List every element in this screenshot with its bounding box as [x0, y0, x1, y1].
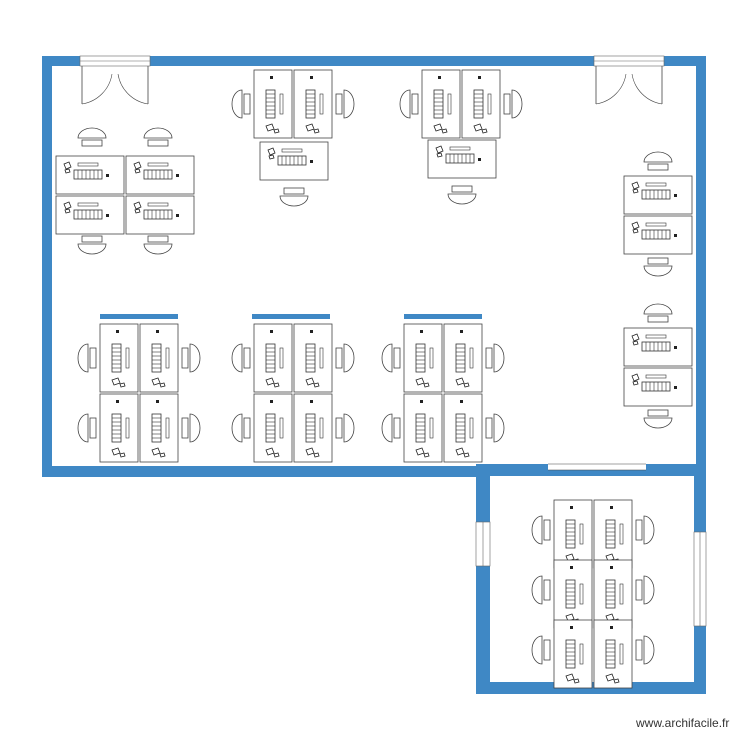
office-chair-icon	[231, 89, 251, 119]
desk-icon	[553, 619, 593, 689]
office-chair-icon	[399, 89, 419, 119]
door-icon[interactable]	[79, 55, 151, 105]
desk-icon	[623, 175, 693, 215]
desk-icon	[623, 215, 693, 255]
desk-icon	[293, 393, 333, 463]
desk-icon	[421, 69, 461, 139]
window-icon	[475, 521, 491, 567]
window-icon	[693, 531, 707, 627]
desk-cluster-upper-left	[55, 127, 195, 255]
desk-icon	[55, 155, 125, 195]
desk-icon	[427, 139, 497, 179]
walls	[42, 56, 706, 694]
office-chair-icon	[531, 515, 551, 545]
desk-icon	[139, 323, 179, 393]
desk-icon	[139, 393, 179, 463]
desk-icon	[403, 393, 443, 463]
desk-icon	[461, 69, 501, 139]
desk-icon	[293, 323, 333, 393]
office-chair-icon	[77, 127, 107, 147]
desk-cluster-bottom-3	[381, 314, 505, 463]
desk-cluster-top-b	[399, 69, 523, 205]
office-chair-icon	[231, 413, 251, 443]
desk-icon	[553, 559, 593, 629]
office-chair-icon	[531, 635, 551, 665]
desk-icon	[253, 393, 293, 463]
desk-icon	[99, 323, 139, 393]
desk-icon	[99, 393, 139, 463]
office-chair-icon	[531, 575, 551, 605]
desk-icon	[623, 327, 693, 367]
desk-icon	[253, 323, 293, 393]
office-chair-icon	[643, 151, 673, 171]
desk-cluster-right-a	[623, 151, 693, 277]
desk-icon	[593, 499, 633, 569]
office-chair-icon	[381, 343, 401, 373]
door-icon[interactable]	[593, 55, 665, 105]
watermark: www.archifacile.fr	[636, 716, 730, 730]
desk-icon	[403, 323, 443, 393]
desk-icon	[55, 195, 125, 235]
office-chair-icon	[643, 303, 673, 323]
desk-cluster-bottom-1	[77, 314, 201, 463]
desk-icon	[253, 69, 293, 139]
desk-icon	[125, 195, 195, 235]
desk-icon	[443, 393, 483, 463]
desk-cluster-lower-room	[531, 499, 655, 689]
desk-icon	[443, 323, 483, 393]
desk-icon	[125, 155, 195, 195]
desk-icon	[623, 367, 693, 407]
desk-cluster-right-b	[623, 303, 693, 429]
desk-cluster-top-a	[231, 69, 355, 207]
office-chair-icon	[143, 127, 173, 147]
office-chair-icon	[77, 343, 97, 373]
desk-icon	[593, 619, 633, 689]
office-chair-icon	[77, 413, 97, 443]
desk-cluster-bottom-2	[231, 314, 355, 463]
desk-icon	[293, 69, 333, 139]
desk-icon	[553, 499, 593, 569]
desk-icon	[593, 559, 633, 629]
office-chair-icon	[381, 413, 401, 443]
office-chair-icon	[231, 343, 251, 373]
desk-icon	[259, 141, 329, 181]
